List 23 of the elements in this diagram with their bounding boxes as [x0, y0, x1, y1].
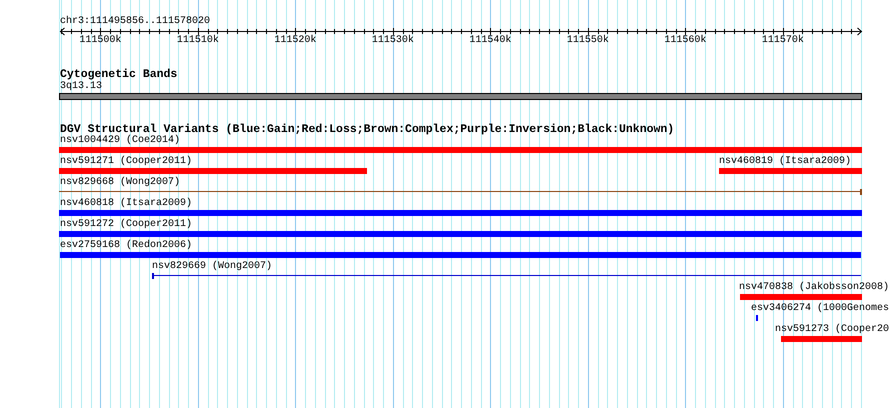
track-heading: DGV Structural Variants (Blue:Gain;Red:Loss;Brown:Complex;Purple:Inversion;Black:Unknown) [60, 122, 674, 136]
variant-label: esv3406274 (1000Genomes [750, 303, 889, 314]
tick-label: 111520k [274, 35, 316, 46]
tick-label: 111500k [79, 35, 122, 46]
locus-label: chr3:111495856..111578020 [60, 16, 210, 27]
tick-label: 111570k [762, 35, 804, 46]
variant-label: nsv460818 (Itsara2009) [60, 198, 192, 209]
tick-label: 111550k [566, 35, 609, 46]
track-heading: Cytogenetic Bands [60, 68, 178, 80]
variant-label: nsv591273 (Cooper20 [774, 324, 889, 335]
tick-label: 111540k [469, 35, 512, 46]
variant-label: nsv591272 (Cooper2011) [60, 219, 192, 230]
variant-label: nsv829668 (Wong2007) [60, 177, 180, 188]
variant-label: esv2759168 (Redon2006) [60, 240, 192, 251]
variant-label: nsv829669 (Wong2007) [152, 261, 272, 272]
tick-label: 111530k [372, 35, 414, 46]
tick-label: 111510k [176, 35, 219, 46]
variant-label: nsv470838 (Jakobsson2008) [738, 282, 889, 293]
variant-label: nsv460819 (Itsara2009) [719, 156, 852, 167]
variant-label: nsv1004429 (Coe2014) [60, 135, 180, 146]
band-label: 3q13.13 [60, 81, 102, 92]
tick-label: 111560k [664, 35, 706, 46]
variant-label: nsv591271 (Cooper2011) [60, 156, 192, 167]
